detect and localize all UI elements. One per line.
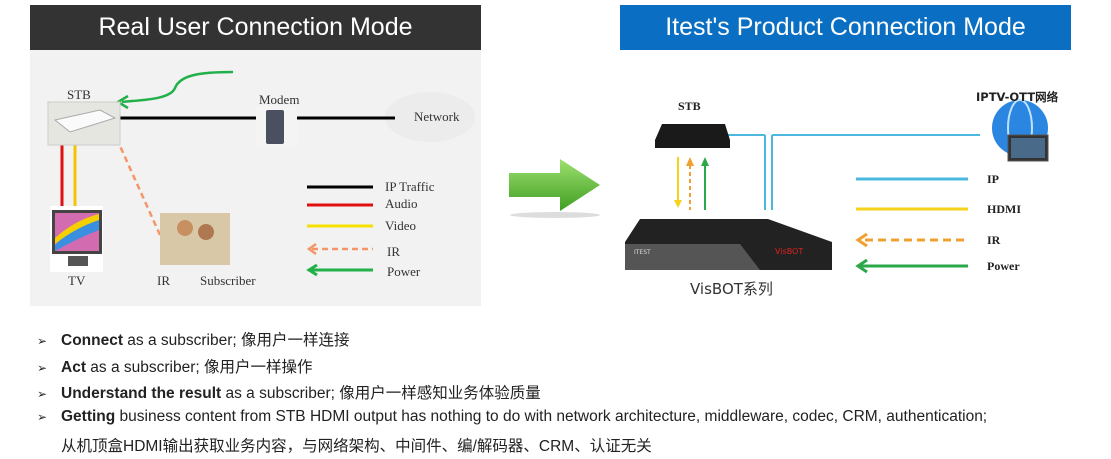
device-logo: ITEST [634,249,651,256]
ir-label: IR [157,273,170,288]
legend-ir-right: IR [987,233,1001,247]
bullet-arrow-icon: ➢ [37,361,48,375]
bullet-act: ➢Act as a subscriber; 像用户一样操作 [37,359,313,376]
left-diagram-lines [47,70,475,277]
right-diagram-lines [625,99,1049,274]
left-diagram [30,50,481,306]
stb-label: STB [67,87,91,102]
tv-label: TV [68,273,86,288]
network-label: Network [414,109,460,124]
legend-power: Power [387,264,421,279]
bullet-arrow-icon: ➢ [37,410,48,424]
legend-video: Video [385,218,416,233]
right-panel-title: Itest's Product Connection Mode [620,5,1071,50]
legend-audio: Audio [385,196,418,211]
device-brand: VisBOT [775,247,804,256]
bullet-getting-line2: 从机顶盒HDMI输出获取业务内容，与网络架构、中间件、编/解码器、CRM、认证无… [61,438,652,455]
power-curve [121,70,234,104]
transition-arrow-icon [509,159,600,218]
bullet-understand: ➢Understand the result as a subscriber; … [37,385,541,402]
network-cloud [385,92,475,142]
legend-ir: IR [387,244,400,259]
bullet-getting: ➢Getting business content from STB HDMI … [37,408,988,425]
stb-label-right: STB [678,99,701,113]
left-panel-title: Real User Connection Mode [30,5,481,50]
modem-label: Modem [259,92,300,107]
bullet-connect: ➢Connect as a subscriber; 像用户一样连接 [37,332,350,349]
subscriber-label: Subscriber [200,273,256,288]
network-label-right: IPTV-OTT网络 [976,90,1059,104]
legend-power-right: Power [987,259,1020,273]
subscriber-photo [160,213,230,265]
legend-hdmi: HDMI [987,202,1021,216]
device-label: VisBOT系列 [690,280,773,298]
bullet-arrow-icon: ➢ [37,387,48,401]
bullet-arrow-icon: ➢ [37,334,48,348]
legend-ip: IP [987,172,999,186]
stb-device-image [655,124,730,148]
legend-ip-traffic: IP Traffic [385,179,435,194]
